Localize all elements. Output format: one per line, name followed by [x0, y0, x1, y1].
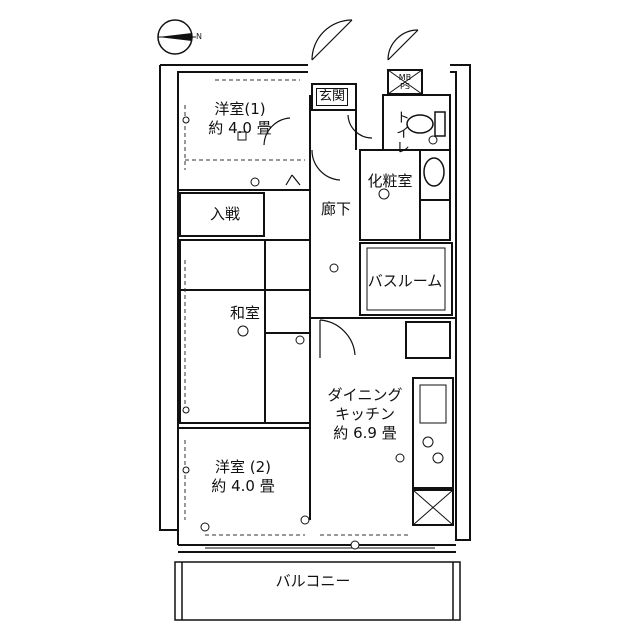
- dining-kitchen-name-line1: ダイニング: [327, 386, 403, 404]
- window-band: [205, 547, 435, 553]
- bathroom-label: バスルーム: [367, 272, 443, 290]
- washroom-label: 化粧室: [367, 172, 413, 190]
- balcony-outline: [174, 561, 461, 621]
- dining-kitchen-label: ダイニング キッチン 約 6.9 畳: [318, 386, 412, 443]
- western-room-1-size: 約 4.0 畳: [208, 119, 272, 137]
- western-room-2-name: 洋室 (2): [214, 458, 272, 476]
- washbasin-fixture: [423, 157, 445, 187]
- meter-box-line1: MB: [398, 73, 412, 82]
- western-room-1-name: 洋室(1): [214, 100, 266, 118]
- meter-box-label: MB PS: [392, 73, 418, 91]
- interior-walls: [178, 69, 456, 526]
- compass-north-label: N: [196, 32, 202, 41]
- hallway-label: 廊下: [320, 200, 351, 218]
- entrance-label: 玄関: [316, 88, 349, 106]
- dashed-guides: [184, 79, 410, 536]
- balcony-label: バルコニー: [275, 572, 351, 590]
- door-swings: [263, 19, 419, 358]
- western-room-1-label: 洋室(1) 約 4.0 畳: [200, 100, 280, 138]
- toilet-fixture: [406, 111, 446, 137]
- meter-box-line2: PS: [400, 82, 410, 91]
- japanese-room-label: 和室: [229, 304, 260, 322]
- western-room-2-size: 約 4.0 畳: [211, 477, 275, 495]
- closet-label: 入戦: [209, 205, 240, 223]
- compass-icon: [157, 19, 196, 55]
- toilet-label: トイレ: [394, 110, 410, 155]
- dining-kitchen-name-line2: キッチン: [334, 405, 395, 423]
- western-room-2-label: 洋室 (2) 約 4.0 畳: [200, 458, 286, 496]
- outlet-symbols: [182, 116, 438, 550]
- dining-kitchen-size: 約 6.9 畳: [333, 424, 397, 442]
